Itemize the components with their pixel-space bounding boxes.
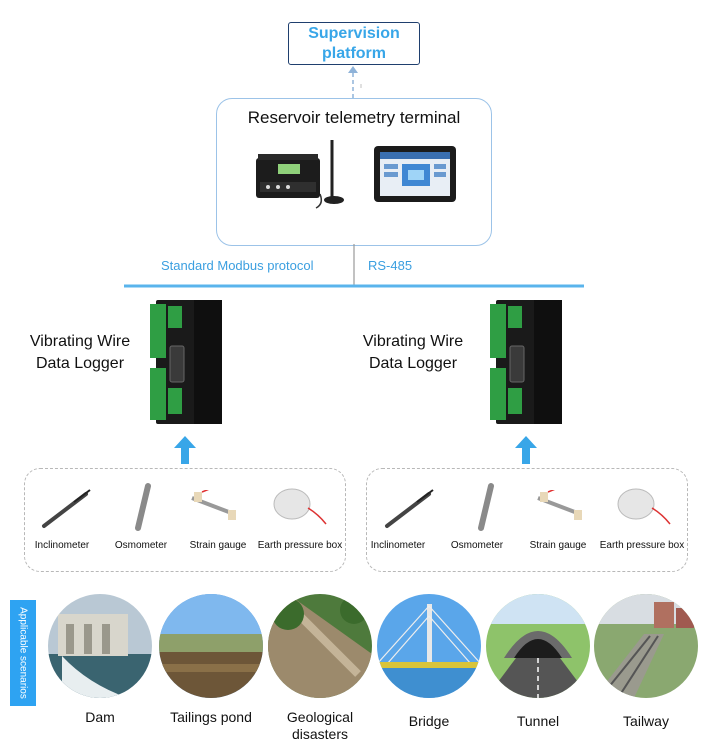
scene-tailings-pond-image bbox=[159, 594, 263, 698]
scene-label-tailings-pond: Tailings pond bbox=[151, 709, 271, 726]
scene-label-tunnel: Tunnel bbox=[486, 713, 590, 730]
scene-label-dam: Dam bbox=[48, 709, 152, 726]
uplink-arrow bbox=[348, 66, 362, 98]
sensor-label: Strain gauge bbox=[189, 540, 247, 551]
scene-tunnel-image bbox=[486, 594, 590, 698]
bus-line bbox=[124, 244, 584, 288]
applicable-scenarios-label: Applicable scenarios bbox=[17, 607, 29, 699]
supervision-label-line1: Supervision bbox=[308, 25, 400, 42]
sensor-label: Inclinometer bbox=[370, 540, 426, 551]
sensor-label: Osmometer bbox=[450, 540, 504, 551]
strain-gauge-icon bbox=[191, 490, 236, 520]
logger-label-left: Vibrating Wire Data Logger bbox=[12, 331, 148, 375]
logger-right-line1: Vibrating Wire bbox=[362, 333, 464, 350]
supervision-platform-box: Supervision platform bbox=[288, 22, 420, 65]
scene-label-line1: Dam bbox=[85, 709, 115, 725]
sensor-label: Earth pressure box bbox=[599, 540, 685, 551]
sensor-group-left bbox=[24, 468, 346, 572]
up-arrow-right bbox=[515, 436, 537, 464]
logger-right-line2: Data Logger bbox=[368, 355, 458, 372]
sensor-label: Earth pressure box bbox=[257, 540, 343, 551]
scene-label-line1: Tailway bbox=[623, 713, 669, 729]
protocol-label: Standard Modbus protocol bbox=[161, 258, 314, 273]
osmometer-icon bbox=[478, 483, 494, 531]
strain-gauge-icon bbox=[537, 490, 582, 520]
applicable-scenarios-tag: Applicable scenarios bbox=[10, 600, 36, 706]
scene-geological-disasters-image bbox=[268, 594, 372, 698]
scene-bridge-image bbox=[377, 594, 481, 698]
scene-dam-image bbox=[48, 594, 152, 698]
sensor-label: Strain gauge bbox=[529, 540, 587, 551]
osmometer-icon bbox=[135, 483, 151, 531]
scene-label-line1: Tunnel bbox=[516, 713, 560, 729]
sensor-label: Inclinometer bbox=[34, 540, 90, 551]
data-logger-image-right bbox=[490, 300, 562, 424]
logger-left-line1: Vibrating Wire bbox=[29, 333, 131, 350]
scene-label-geological-disasters: Geological disasters bbox=[264, 709, 376, 743]
scene-label-line1: Tailings pond bbox=[170, 709, 252, 725]
earth-pressure-box-icon bbox=[617, 488, 671, 525]
scene-label-line2: disasters bbox=[291, 726, 349, 742]
inclinometer-icon bbox=[385, 489, 434, 528]
rtu-device-image bbox=[256, 140, 344, 209]
scene-tailway-image bbox=[594, 594, 698, 698]
data-logger-image-left bbox=[150, 300, 222, 424]
logger-label-right: Vibrating Wire Data Logger bbox=[345, 331, 481, 375]
rs485-label: RS-485 bbox=[368, 258, 413, 273]
up-arrow-left bbox=[174, 436, 196, 464]
scene-label-bridge: Bridge bbox=[377, 713, 481, 730]
terminal-title: Reservoir telemetry terminal bbox=[247, 108, 461, 127]
scene-label-line1: Geological bbox=[286, 709, 354, 725]
logger-left-line2: Data Logger bbox=[35, 355, 125, 372]
sensor-label: Osmometer bbox=[114, 540, 168, 551]
touch-panel-image bbox=[374, 146, 456, 202]
scene-label-tailway: Tailway bbox=[594, 713, 698, 730]
sensor-group-right bbox=[366, 468, 688, 572]
inclinometer-icon bbox=[42, 489, 91, 528]
scene-label-line1: Bridge bbox=[408, 713, 450, 729]
earth-pressure-box-icon bbox=[273, 488, 327, 525]
supervision-label-line2: platform bbox=[322, 45, 386, 62]
